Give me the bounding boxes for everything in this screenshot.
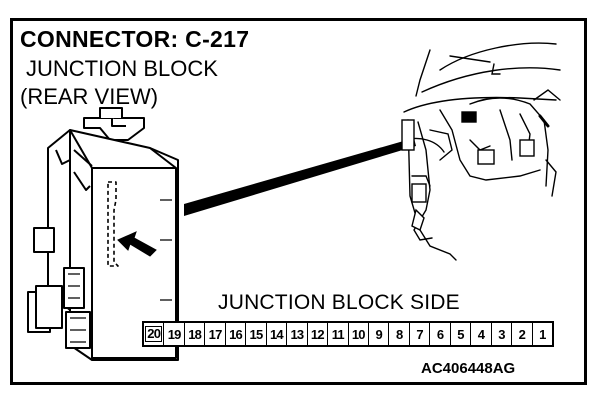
pin-cell: 5 (451, 323, 472, 345)
pin-number: 16 (229, 326, 243, 342)
pin-cell: 3 (492, 323, 513, 345)
location-label: JUNCTION BLOCK (26, 56, 218, 81)
pin-cell: 7 (410, 323, 431, 345)
pin-number: 1 (539, 326, 546, 342)
location-arrow (117, 231, 157, 257)
pin-cell: 16 (226, 323, 247, 345)
pin-cell: 17 (205, 323, 226, 345)
pin-cell: 20 (144, 323, 165, 345)
pin-number: 11 (331, 326, 345, 342)
pin-number: 10 (351, 326, 366, 342)
pin-number: 12 (310, 326, 325, 342)
pin-cell: 18 (185, 323, 206, 345)
junction-block-drawing (27, 107, 179, 361)
pin-number: 14 (270, 326, 284, 342)
pin-number: 17 (208, 326, 223, 342)
figure-code: AC406448AG (421, 360, 516, 377)
pin-number: 6 (436, 326, 444, 342)
view-label: (REAR VIEW) (20, 84, 159, 109)
pin-cell: 9 (369, 323, 390, 345)
pin-number: 7 (416, 326, 423, 342)
connector-title: CONNECTOR: C-217 (20, 26, 250, 52)
pin-number: 9 (375, 326, 382, 342)
connector-side-label: JUNCTION BLOCK SIDE (218, 291, 460, 314)
pin-number: 20 (145, 326, 163, 342)
pin-cell: 14 (267, 323, 288, 345)
pin-cell: 12 (308, 323, 329, 345)
pin-cell: 2 (512, 323, 533, 345)
pin-cell: 10 (349, 323, 369, 345)
pin-number: 8 (395, 326, 403, 342)
pin-number: 15 (249, 326, 264, 342)
pin-number: 5 (457, 326, 464, 342)
pin-cell: 13 (287, 323, 308, 345)
pin-number: 19 (167, 326, 182, 342)
pin-cell: 15 (246, 323, 267, 345)
pin-cell: 1 (533, 323, 552, 345)
pin-cell: 11 (328, 323, 349, 345)
pin-number: 4 (477, 326, 485, 342)
pin-number: 2 (518, 326, 526, 342)
dashboard-harness-drawing (401, 42, 561, 261)
pin-cell: 4 (471, 323, 492, 345)
pin-cell: 8 (389, 323, 410, 345)
pin-number: 13 (290, 326, 304, 342)
pin-cell: 19 (164, 323, 185, 345)
pin-number: 18 (188, 326, 202, 342)
pin-cell: 6 (430, 323, 451, 345)
diagram-frame (10, 18, 587, 385)
projection-wedge (184, 138, 416, 216)
pin-number: 3 (498, 326, 505, 342)
